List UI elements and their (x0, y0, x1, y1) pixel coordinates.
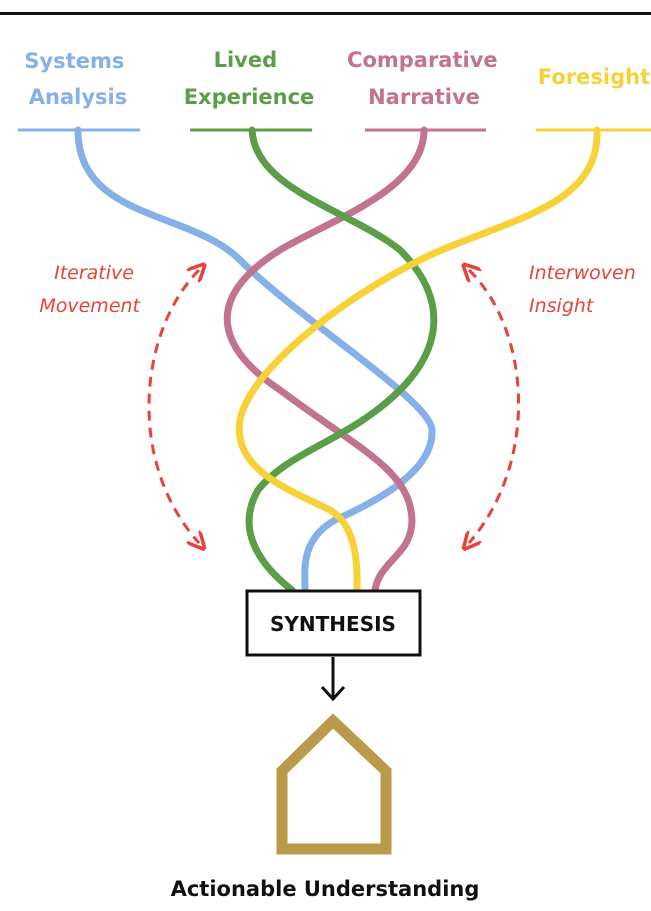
top-rule (0, 12, 651, 15)
label-systems-analysis: Systems Analysis (24, 49, 131, 109)
synthesis-box: SYNTHESIS (245, 589, 422, 657)
label-lived-experience: Lived Experience (184, 48, 315, 109)
strand-systems-analysis (74, 126, 436, 594)
strand-foresight (235, 126, 601, 594)
strand-lived-experience (245, 126, 438, 594)
house-icon (276, 713, 392, 855)
label-comparative-narrative: Comparative Narrative (347, 48, 505, 109)
strand-comparative-narrative (223, 126, 428, 594)
outcome-label: Actionable Understanding (171, 877, 480, 901)
dashed-arrow-left (147, 270, 199, 543)
dashed-arrow-right (469, 270, 521, 543)
label-foresight: Foresight (538, 65, 650, 89)
note-interwoven-insight: Interwoven Insight (529, 262, 642, 317)
down-arrow-head (320, 685, 346, 702)
note-iterative-movement: Iterative Movement (39, 262, 141, 317)
synthesis-label: SYNTHESIS (270, 612, 396, 636)
